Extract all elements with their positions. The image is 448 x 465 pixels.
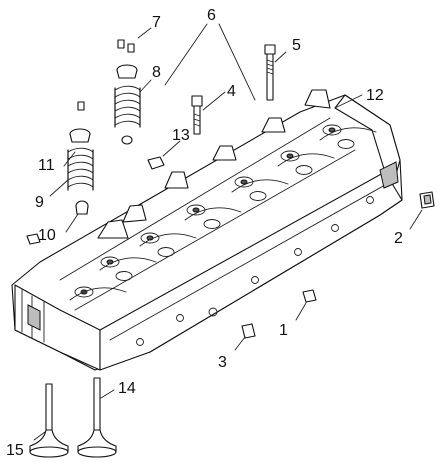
part-8-valve-spring	[114, 64, 141, 145]
callout-9: 9	[35, 194, 44, 211]
callout-8: 8	[152, 64, 161, 81]
cylinder-head	[11, 89, 403, 371]
part-13-nut	[147, 156, 165, 170]
part-11-spring-retainer	[69, 101, 91, 143]
callout-7: 7	[152, 14, 161, 31]
callout-13: 13	[172, 127, 190, 144]
callout-14: 14	[118, 380, 136, 397]
callout-12: 12	[366, 87, 384, 104]
callout-11: 11	[38, 157, 55, 174]
callout-2: 2	[394, 230, 403, 247]
callout-6: 6	[207, 7, 216, 24]
part-7-valve-keeper	[117, 39, 135, 53]
part-small-nut	[26, 233, 41, 245]
part-1-fitting	[302, 289, 317, 303]
part-15-valve	[29, 383, 69, 458]
part-2-plug	[419, 191, 435, 209]
part-3-fitting	[241, 323, 256, 339]
part-10-valve-seal	[75, 200, 89, 215]
part-9-valve-spring	[67, 147, 94, 191]
callout-10: 10	[38, 227, 56, 244]
callout-15: 15	[6, 442, 24, 459]
callout-1: 1	[279, 322, 288, 339]
part-5-head-bolt	[264, 44, 276, 101]
callout-3: 3	[218, 354, 227, 371]
part-4-bolt	[191, 95, 203, 135]
callout-4: 4	[227, 83, 236, 100]
part-14-valve	[77, 377, 117, 458]
callout-5: 5	[292, 37, 301, 54]
leader-lines	[33, 23, 423, 441]
